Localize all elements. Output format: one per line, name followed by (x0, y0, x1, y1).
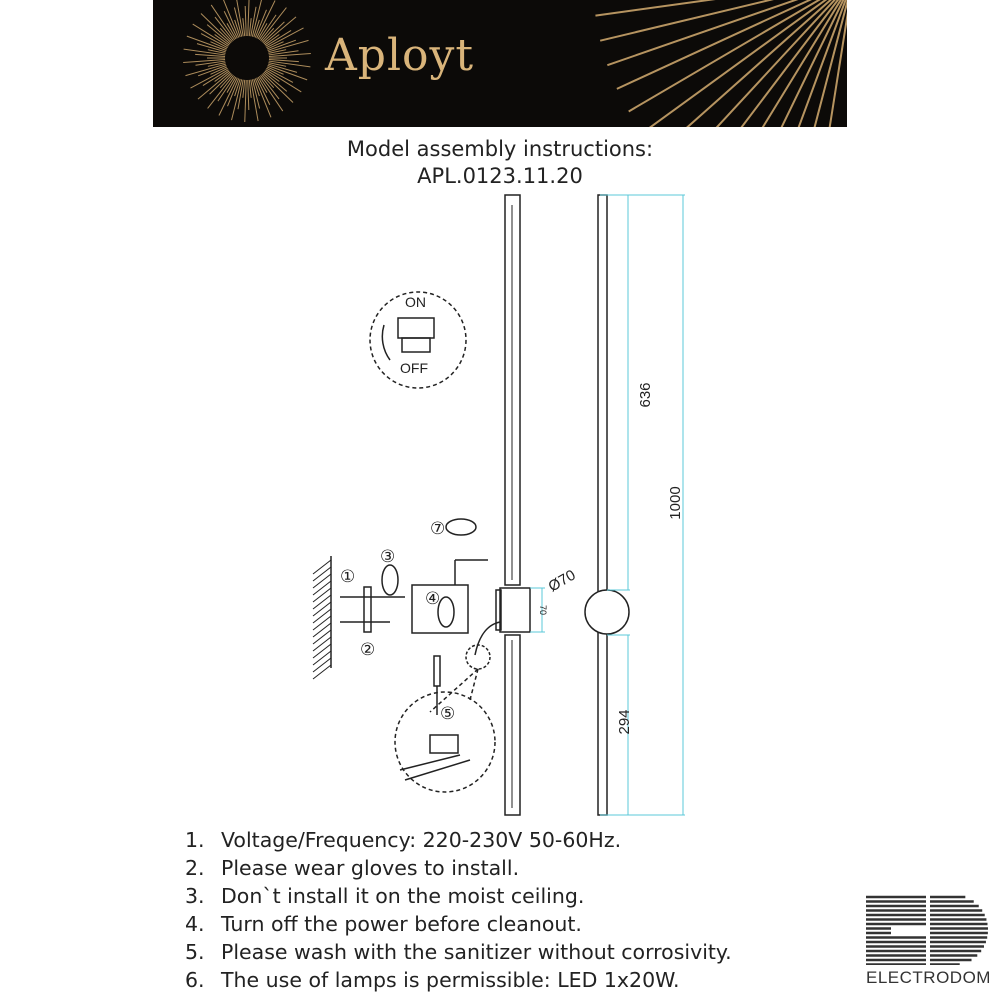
electrodom-logo-text: ELECTRODOM (866, 968, 991, 987)
dim-diameter: Ø70 (546, 567, 579, 596)
step-2: ② (360, 640, 375, 659)
lamp-hub (584, 589, 630, 635)
dim-total: 1000 (667, 486, 684, 519)
list-item: 4.Turn off the power before cleanout. (185, 912, 582, 936)
lamp-rod-front (597, 194, 608, 816)
terminal-detail (394, 691, 496, 793)
dim-upper: 636 (637, 382, 654, 407)
instructions-list: 1.Voltage/Frequency: 220-230V 50-60Hz. 2… (185, 826, 732, 994)
switch-on-label: ON (405, 294, 426, 310)
lamp-rod-upper (504, 194, 521, 586)
step-5: ⑤ (440, 704, 455, 723)
list-item: 3.Don`t install it on the moist ceiling. (185, 884, 585, 908)
switch-detail (369, 291, 467, 389)
step-1: ① (340, 567, 355, 586)
brand-logo: Aployt (325, 30, 475, 81)
list-item: 5.Please wash with the sanitizer without… (185, 940, 732, 964)
list-item: 6.The use of lamps is permissible: LED 1… (185, 968, 680, 992)
step-3: ③ (380, 547, 395, 566)
sunburst-decoration (183, 0, 847, 127)
list-item: 2.Please wear gloves to install. (185, 856, 520, 880)
brand-header: Aployt (153, 0, 847, 127)
dim-lower: 294 (616, 709, 633, 734)
mount-box (499, 587, 531, 633)
switch-off-label: OFF (400, 360, 428, 376)
step-4: ④ (425, 589, 440, 608)
dim-mount: 70 (538, 605, 548, 615)
electrodom-logo-mark (866, 895, 988, 965)
list-item: 1.Voltage/Frequency: 220-230V 50-60Hz. (185, 828, 622, 852)
lamp-rod-lower (504, 634, 521, 816)
model-number: APL.0123.11.20 (417, 164, 583, 188)
step-7: ⑦ (430, 519, 445, 538)
page-title: Model assembly instructions: (346, 137, 654, 161)
